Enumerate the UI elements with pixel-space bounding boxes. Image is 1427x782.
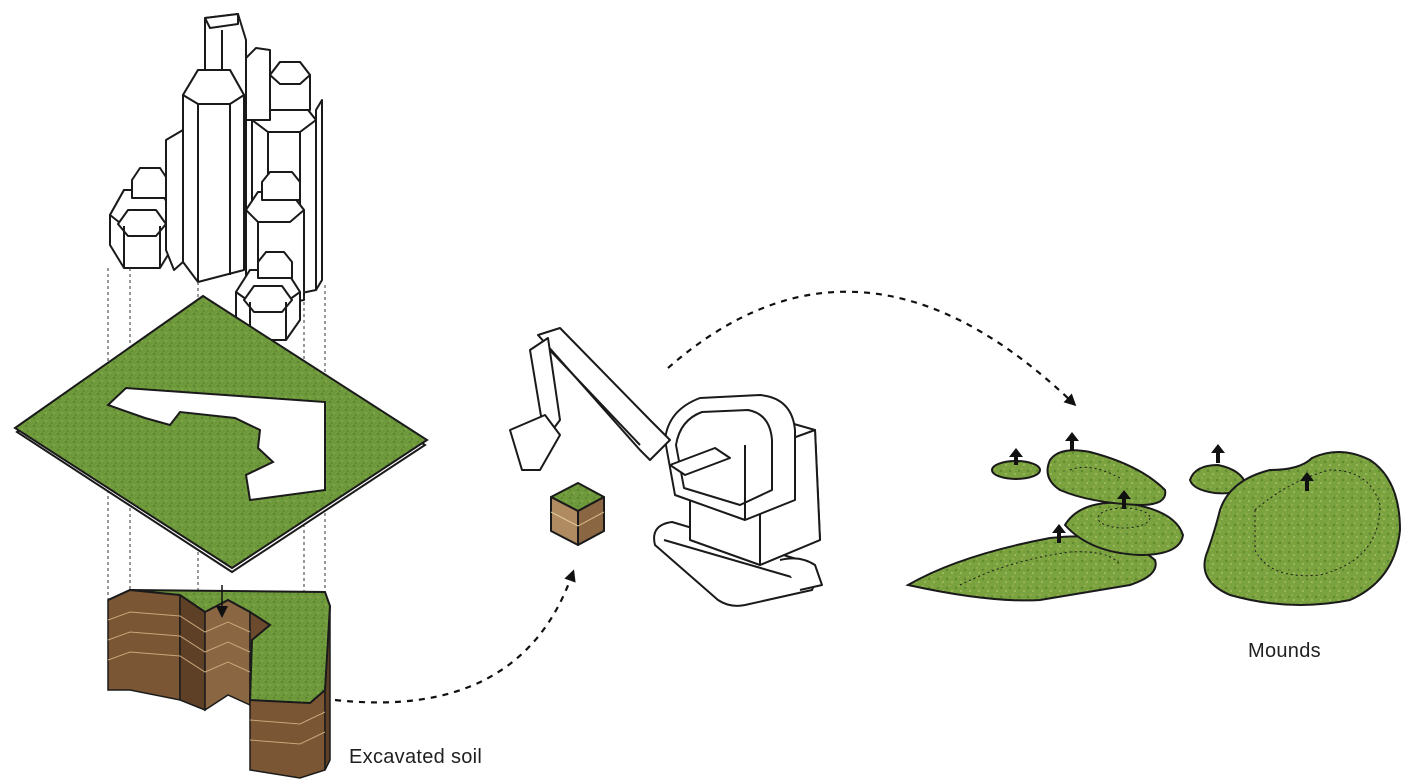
- up-arrow-icon: [1009, 448, 1023, 465]
- up-arrow-icon: [1211, 444, 1225, 463]
- soil-cube-icon: [550, 482, 605, 546]
- mounds: [905, 449, 1402, 606]
- site-slab: [13, 294, 429, 574]
- mound: [1203, 451, 1402, 606]
- building-massing: [109, 13, 323, 341]
- up-arrow-icon: [1065, 432, 1079, 451]
- mounds-label: Mounds: [1248, 640, 1321, 662]
- mound: [1046, 449, 1167, 507]
- mound: [1063, 501, 1185, 557]
- excavated-soil-block: [107, 585, 332, 779]
- flow-arrows: [334, 290, 1077, 704]
- up-arrow-icon: [1052, 524, 1066, 543]
- soil-to-excavator-arrow: [334, 569, 576, 704]
- up-arrow-icon: [1300, 472, 1314, 491]
- mound: [905, 535, 1157, 602]
- excavator-to-mounds-arrow: [667, 290, 1077, 407]
- excavated-soil-label: Excavated soil: [349, 746, 483, 768]
- up-arrow-icons: [1009, 432, 1314, 543]
- excavation-cutout: [106, 386, 326, 502]
- up-arrow-icon: [1117, 490, 1131, 509]
- excavator-icon: [509, 327, 823, 607]
